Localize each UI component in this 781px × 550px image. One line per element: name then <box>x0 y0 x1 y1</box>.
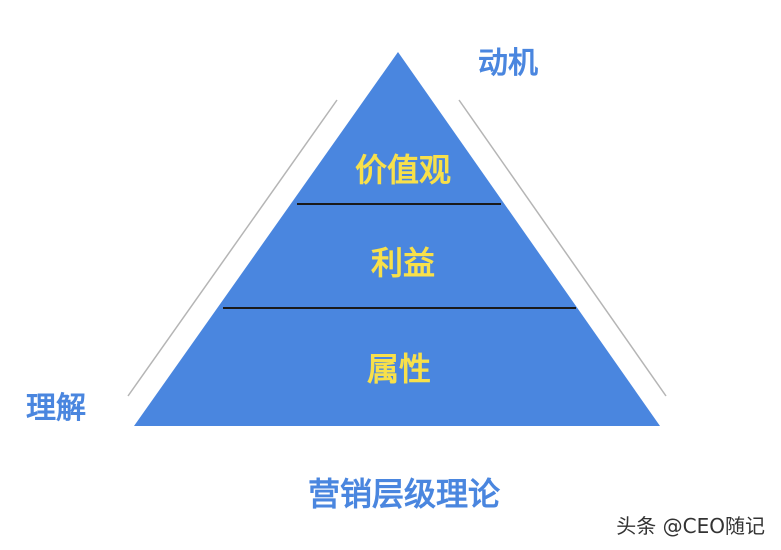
understanding-label: 理解 <box>26 391 86 426</box>
motivation-label: 动机 <box>478 46 538 81</box>
tier-label-benefits: 利益 <box>371 244 435 282</box>
diagram-caption: 营销层级理论 <box>308 475 501 513</box>
tier-label-values: 价值观 <box>355 151 451 189</box>
right-guide-line <box>458 99 667 397</box>
left-guide-line <box>127 99 338 397</box>
tier-label-attributes: 属性 <box>367 350 431 388</box>
watermark-text: 头条 @CEO随记 <box>616 514 765 538</box>
pyramid-triangle <box>134 52 660 426</box>
